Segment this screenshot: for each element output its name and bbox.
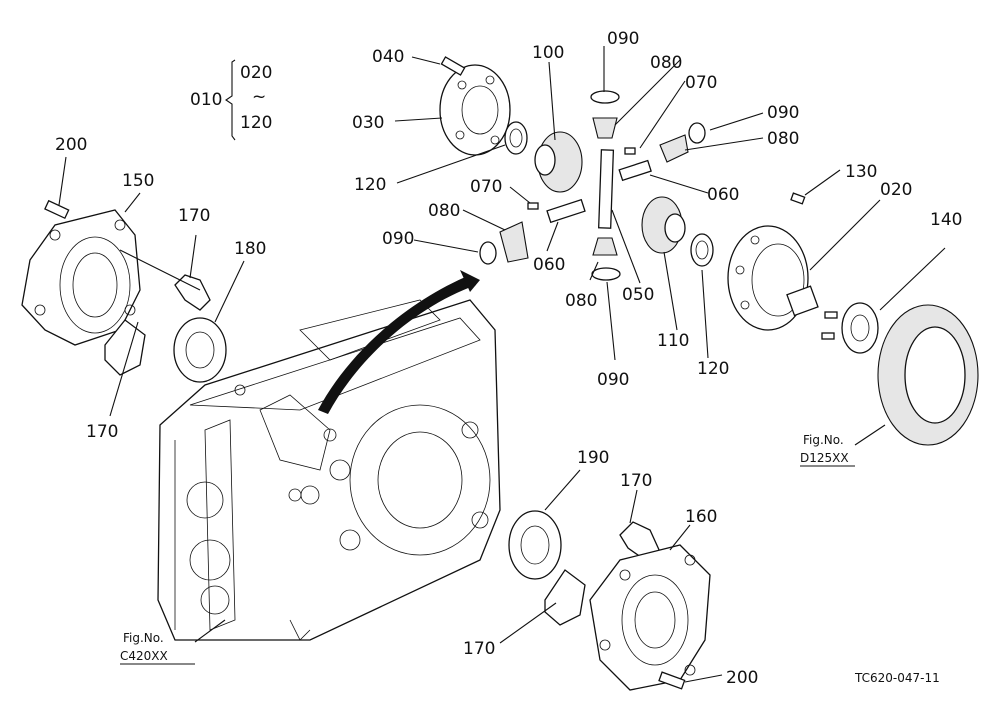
leader-lines xyxy=(58,46,946,683)
washer-120-top xyxy=(504,121,528,155)
pin-070-right xyxy=(618,147,652,182)
bearing-180 xyxy=(173,317,227,383)
bolt-200-left xyxy=(44,199,70,220)
bearing-140 xyxy=(821,302,879,354)
bearing-holder-160 xyxy=(589,544,711,691)
bolt-200-right xyxy=(658,671,686,690)
bearing-holder-150 xyxy=(21,209,141,346)
side-gear-100 xyxy=(534,131,583,193)
diff-cover-030 xyxy=(439,64,511,156)
bearing-190 xyxy=(508,510,562,580)
label-tilde: ~ xyxy=(252,87,266,107)
fig-code-d125: D125XX xyxy=(800,451,849,465)
assembly-arrow xyxy=(318,270,480,414)
label-160: 160 xyxy=(685,507,717,527)
fig-code-c420: C420XX xyxy=(120,649,168,663)
label-120-right: 120 xyxy=(697,359,729,379)
label-200-left: 200 xyxy=(55,135,87,155)
pin-070-left xyxy=(527,198,586,224)
label-080-right: 080 xyxy=(767,129,799,149)
pinion-shaft-050 xyxy=(598,149,615,229)
side-gear-110 xyxy=(641,196,686,254)
label-110: 110 xyxy=(657,331,689,351)
figure-reference-d125: Fig.No. D125XX xyxy=(800,433,855,467)
label-130: 130 xyxy=(845,162,877,182)
label-190: 190 xyxy=(577,448,609,468)
label-020-range: 020 xyxy=(240,63,272,83)
drawing-code: TC620-047-11 xyxy=(854,671,940,685)
washer-120-right xyxy=(690,233,714,267)
bolt-130 xyxy=(790,192,806,205)
label-090-bottom: 090 xyxy=(597,370,629,390)
transmission-case xyxy=(157,299,501,641)
label-090-right: 090 xyxy=(767,103,799,123)
label-050: 050 xyxy=(622,285,654,305)
ring-gear xyxy=(877,304,979,446)
label-080-top: 080 xyxy=(650,53,682,73)
callout-labels: 010 020 ~ 120 040 100 090 080 070 030 09… xyxy=(55,29,962,688)
label-070-left: 070 xyxy=(470,177,502,197)
label-070-right: 070 xyxy=(685,73,717,93)
fig-label-d125: Fig.No. xyxy=(803,433,844,447)
label-150: 150 xyxy=(122,171,154,191)
label-170-lower-left: 170 xyxy=(86,422,118,442)
fig-label-c420: Fig.No. xyxy=(123,631,164,645)
label-060-left: 060 xyxy=(533,255,565,275)
pinion-gear-right xyxy=(659,122,706,163)
label-180: 180 xyxy=(234,239,266,259)
label-010: 010 xyxy=(190,90,222,110)
label-170-upper-right: 170 xyxy=(620,471,652,491)
label-080-bottom: 080 xyxy=(565,291,597,311)
label-100: 100 xyxy=(532,43,564,63)
label-060-right: 060 xyxy=(707,185,739,205)
label-090-top: 090 xyxy=(607,29,639,49)
label-140: 140 xyxy=(930,210,962,230)
shim-170-upper-left xyxy=(174,274,211,311)
label-170-lower-right: 170 xyxy=(463,639,495,659)
label-020: 020 xyxy=(880,180,912,200)
label-120-left: 120 xyxy=(354,175,386,195)
label-080-left: 080 xyxy=(428,201,460,221)
figure-reference-c420: Fig.No. C420XX xyxy=(120,631,195,665)
label-170-upper-left: 170 xyxy=(178,206,210,226)
shim-170-lower-right xyxy=(544,569,586,626)
label-090-left: 090 xyxy=(382,229,414,249)
label-120-range: 120 xyxy=(240,113,272,133)
label-040: 040 xyxy=(372,47,404,67)
label-200-right: 200 xyxy=(726,668,758,688)
bolt-040 xyxy=(440,56,466,76)
pinion-gear-left xyxy=(479,221,529,265)
label-030: 030 xyxy=(352,113,384,133)
diff-case-020 xyxy=(727,225,819,331)
pinion-gear-bottom xyxy=(591,237,621,281)
pinion-gear-top xyxy=(590,90,620,139)
